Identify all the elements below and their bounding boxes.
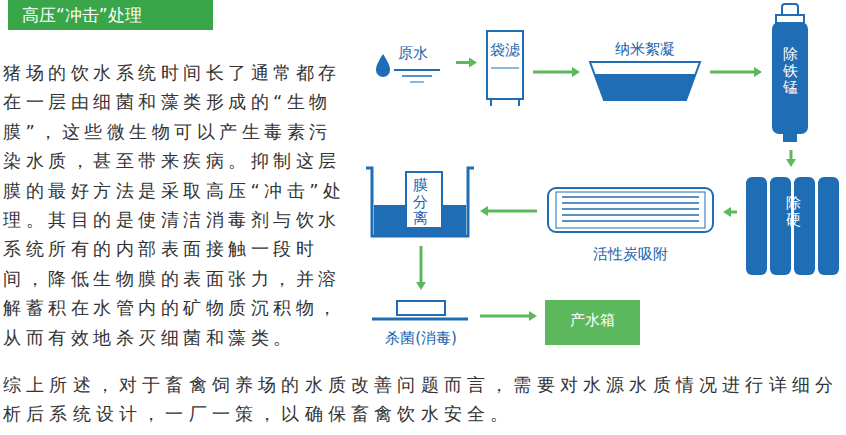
arrow-head — [572, 67, 580, 77]
carbon-fin — [562, 220, 699, 222]
section-title: 高压“冲击”处理 — [22, 3, 142, 27]
carbon-fin — [562, 196, 699, 198]
process-step: 产水箱 — [545, 310, 640, 345]
process-step: 原水 — [378, 40, 448, 85]
carbon-fin — [562, 214, 699, 216]
sterilizer-base — [372, 318, 468, 321]
step-label: 活性炭吸附 — [545, 244, 715, 264]
body-paragraph: 猪场的饮水系统时间长了通常都存在一层由细菌和藻类形成的“生物膜”，这些微生物可以… — [3, 58, 348, 352]
carbon-housing — [548, 188, 713, 232]
bag-filter-leg — [518, 99, 520, 106]
column-pipe — [783, 134, 797, 142]
arrow-head — [754, 67, 762, 77]
bag-filter-leg — [490, 99, 492, 106]
process-step: 膜分离 — [370, 168, 472, 238]
arrow-head — [469, 58, 477, 68]
bag-filter-body — [487, 31, 523, 99]
step-label: 原水 — [388, 43, 438, 63]
step-label: 膜分离 — [413, 177, 428, 227]
arrow-head — [480, 206, 488, 216]
flow-arrow — [480, 315, 531, 318]
body-paragraph: 综上所述，对于畜禽饲养场的水质改善问题而言，需要对水源水质情况进行详细分析后系统… — [3, 370, 846, 429]
arrow-head — [723, 207, 731, 217]
flow-arrow — [710, 71, 756, 74]
valve-cap — [776, 15, 804, 23]
flow-arrow — [420, 246, 423, 284]
water-drop — [376, 54, 390, 77]
step-label: 杀菌(消毒) — [370, 328, 472, 348]
floc-water — [594, 74, 696, 100]
water-line — [394, 69, 440, 71]
step-label: 除铁锰 — [783, 46, 798, 96]
arrow-head — [786, 159, 796, 167]
arrow-head — [416, 282, 426, 290]
process-step: 活性炭吸附 — [545, 184, 715, 240]
title-banner — [8, 0, 213, 30]
process-step: 杀菌(消毒) — [370, 298, 472, 322]
step-label: 产水箱 — [545, 310, 640, 330]
arrow-head — [529, 311, 537, 321]
flow-arrow — [456, 61, 471, 64]
carbon-fin — [562, 208, 699, 210]
softener-column — [746, 177, 767, 275]
product-tank — [545, 300, 640, 345]
softener-column — [818, 177, 839, 275]
membrane-module — [406, 172, 442, 228]
floc-tank — [590, 62, 700, 100]
step-label: 纳米絮凝 — [588, 39, 702, 59]
flow-arrow — [486, 210, 537, 213]
filter-column — [772, 22, 808, 134]
bag-filter-line — [491, 68, 519, 69]
step-label: 袋滤 — [487, 40, 523, 60]
carbon-fin — [562, 202, 699, 204]
process-step: 除铁锰 — [770, 8, 812, 142]
process-step: 除硬 — [745, 175, 841, 277]
sterilizer-box — [397, 301, 445, 315]
process-step: 纳米絮凝 — [588, 42, 702, 102]
carbon-fins — [562, 197, 699, 221]
flow-arrow — [533, 71, 574, 74]
process-step: 袋滤 — [485, 30, 525, 106]
carbon-core — [556, 192, 705, 228]
step-label: 除硬 — [786, 195, 801, 228]
water-line — [402, 75, 432, 77]
water-line — [410, 82, 424, 83]
membrane-tank — [366, 168, 474, 236]
